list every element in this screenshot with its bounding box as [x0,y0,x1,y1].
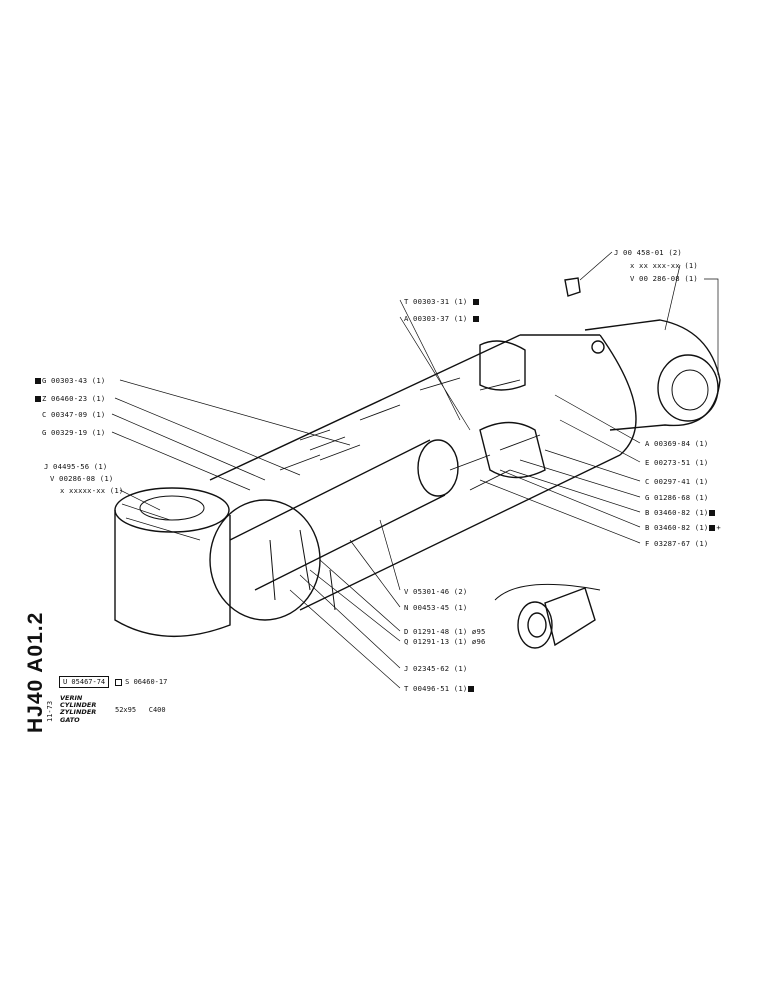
label-c00347: C 00347-09 (1) [42,410,106,419]
rear-eye [657,354,719,422]
label-e00273: E 00273-51 (1) [645,458,709,467]
label-b03460a: B 03460-82 (1) [645,508,716,517]
port-boss [479,340,526,391]
label-t00496: T 00496-51 (1) [404,684,475,693]
name-en: CYLINDER [60,701,97,710]
black-square-icon [709,510,716,516]
spec: 52x95 C400 [115,706,166,714]
label-v00286a: V 00 286-08 (1) [630,274,698,283]
name-fr: VERIN [60,694,83,702]
model: C400 [148,706,166,714]
label-j04495: J 04495-56 (1) [44,462,108,471]
label-g01286: G 01286-68 (1) [645,493,709,502]
black-square-icon [35,378,41,384]
label-g00329: G 00329-19 (1) [42,428,106,437]
label-v00286b: V 00286-08 (1) [50,474,114,483]
label-g00303: G 00303-43 (1) [34,376,105,385]
cross-icon: + [716,523,721,532]
black-square-icon [472,299,479,305]
label-t00303: T 00303-31 (1) [404,297,480,306]
black-square-icon [472,316,479,322]
code-u: U 05467-74 [59,676,110,688]
rod-eye [114,510,231,637]
label-d01291: D 01291-48 (1) ø95 [404,627,486,636]
label-xxx2: x xxxxx-xx (1) [60,486,124,495]
piston-rod [229,439,446,591]
rear-clevis [584,319,721,431]
label-a00303: A 00303-37 (1) [404,314,480,323]
name-de: ZYLINDER [60,708,97,717]
code-s: S 06460-17 [125,678,168,686]
label-f03287: F 03287-67 (1) [645,539,709,548]
threaded-fitting [517,601,553,649]
cylinder-barrel [209,334,637,611]
name-es: GATO [60,715,80,724]
part-names: VERIN CYLINDER ZYLINDER GATO [60,694,97,724]
label-v05301: V 05301-46 (2) [404,587,468,596]
label-z06460: Z 06460-23 (1) [34,394,105,403]
sheet-date: 11-73 [46,700,54,722]
open-square-icon [115,678,123,686]
piston [479,421,546,479]
label-a00369: A 00369-84 (1) [645,439,709,448]
label-j00458: J 00 458-01 (2) [614,248,682,257]
label-b03460b: B 03460-82 (1)+ [645,523,721,532]
size: 52x95 [115,706,137,714]
label-j02345: J 02345-62 (1) [404,664,468,673]
title-block: U 05467-74 S 06460-17 [59,676,167,688]
black-square-icon [35,396,41,402]
label-n00453: N 00453-45 (1) [404,603,468,612]
sheet-code: HJ40 A01.2 [24,611,47,733]
black-square-icon [709,525,716,531]
label-c00297: C 00297-41 (1) [645,477,709,486]
grease-nipple [564,277,581,297]
black-square-icon [468,686,475,692]
label-q01291: Q 01291-13 (1) ø96 [404,637,486,646]
label-xxx1: x xx xxx-xx (1) [630,261,698,270]
